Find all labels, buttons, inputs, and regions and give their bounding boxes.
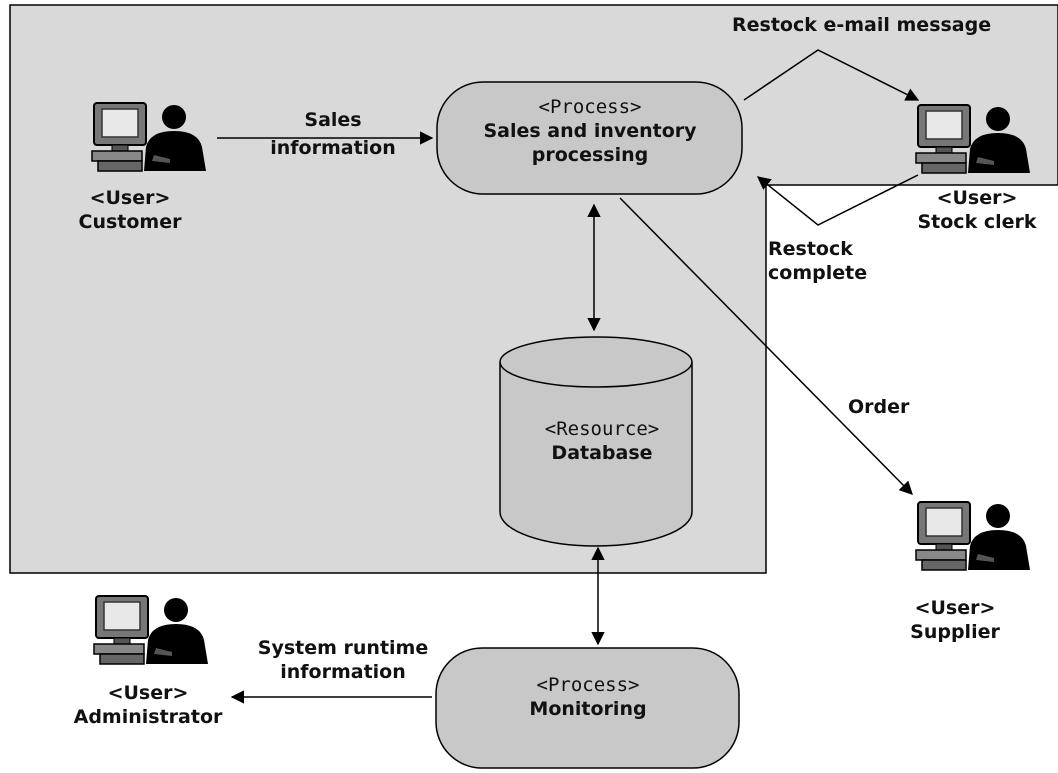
sales-information-line1: Sales [304,109,362,131]
supplier-stereotype: <User> [914,597,996,619]
database-name: Database [551,442,653,464]
restock-complete-label: Restock complete [768,237,867,285]
stock-clerk-label: <User> Stock clerk [917,186,1036,234]
sales-process-label: <Process> Sales and inventory processing [483,95,696,167]
customer-label: <User> Customer [79,186,182,234]
restock-complete-line2: complete [768,262,868,284]
administrator-stereotype: <User> [107,682,189,704]
edge-order [619,197,913,495]
restock-complete-line1: Restock [768,238,853,260]
stock-clerk-stereotype: <User> [936,187,1018,209]
customer-stereotype: <User> [89,187,171,209]
administrator-name: Administrator [73,706,223,728]
administrator-icon [93,595,209,665]
system-runtime-line2: information [280,661,406,683]
monitoring-shape [435,647,740,769]
database-shape [499,336,693,547]
sales-information-line2: information [270,137,396,159]
administrator-label: <User> Administrator [74,681,223,729]
sales-process-shape [436,81,743,195]
edge-restock-email [743,49,920,101]
sales-process-stereotype: <Process> [538,96,642,118]
database-stereotype: <Resource> [544,418,660,440]
monitoring-stereotype: <Process> [536,674,640,696]
system-runtime-line1: System runtime [257,637,429,659]
monitoring-name: Monitoring [529,698,647,720]
stock-clerk-name: Stock clerk [917,211,1037,233]
supplier-icon [915,501,1031,571]
sales-information-label: Sales information [270,108,396,160]
database-label: <Resource> Database [545,417,659,465]
sales-process-line2: processing [531,144,649,166]
system-runtime-label: System runtime information [258,636,428,684]
edge-restock-complete [756,174,919,226]
restock-email-label: Restock e-mail message [732,14,992,36]
sales-process-line1: Sales and inventory [483,120,697,142]
supplier-label: <User> Supplier [910,596,1000,644]
monitoring-label: <Process> Monitoring [529,673,646,721]
supplier-name: Supplier [910,621,1000,643]
order-label: Order [848,396,910,418]
customer-name: Customer [78,211,182,233]
